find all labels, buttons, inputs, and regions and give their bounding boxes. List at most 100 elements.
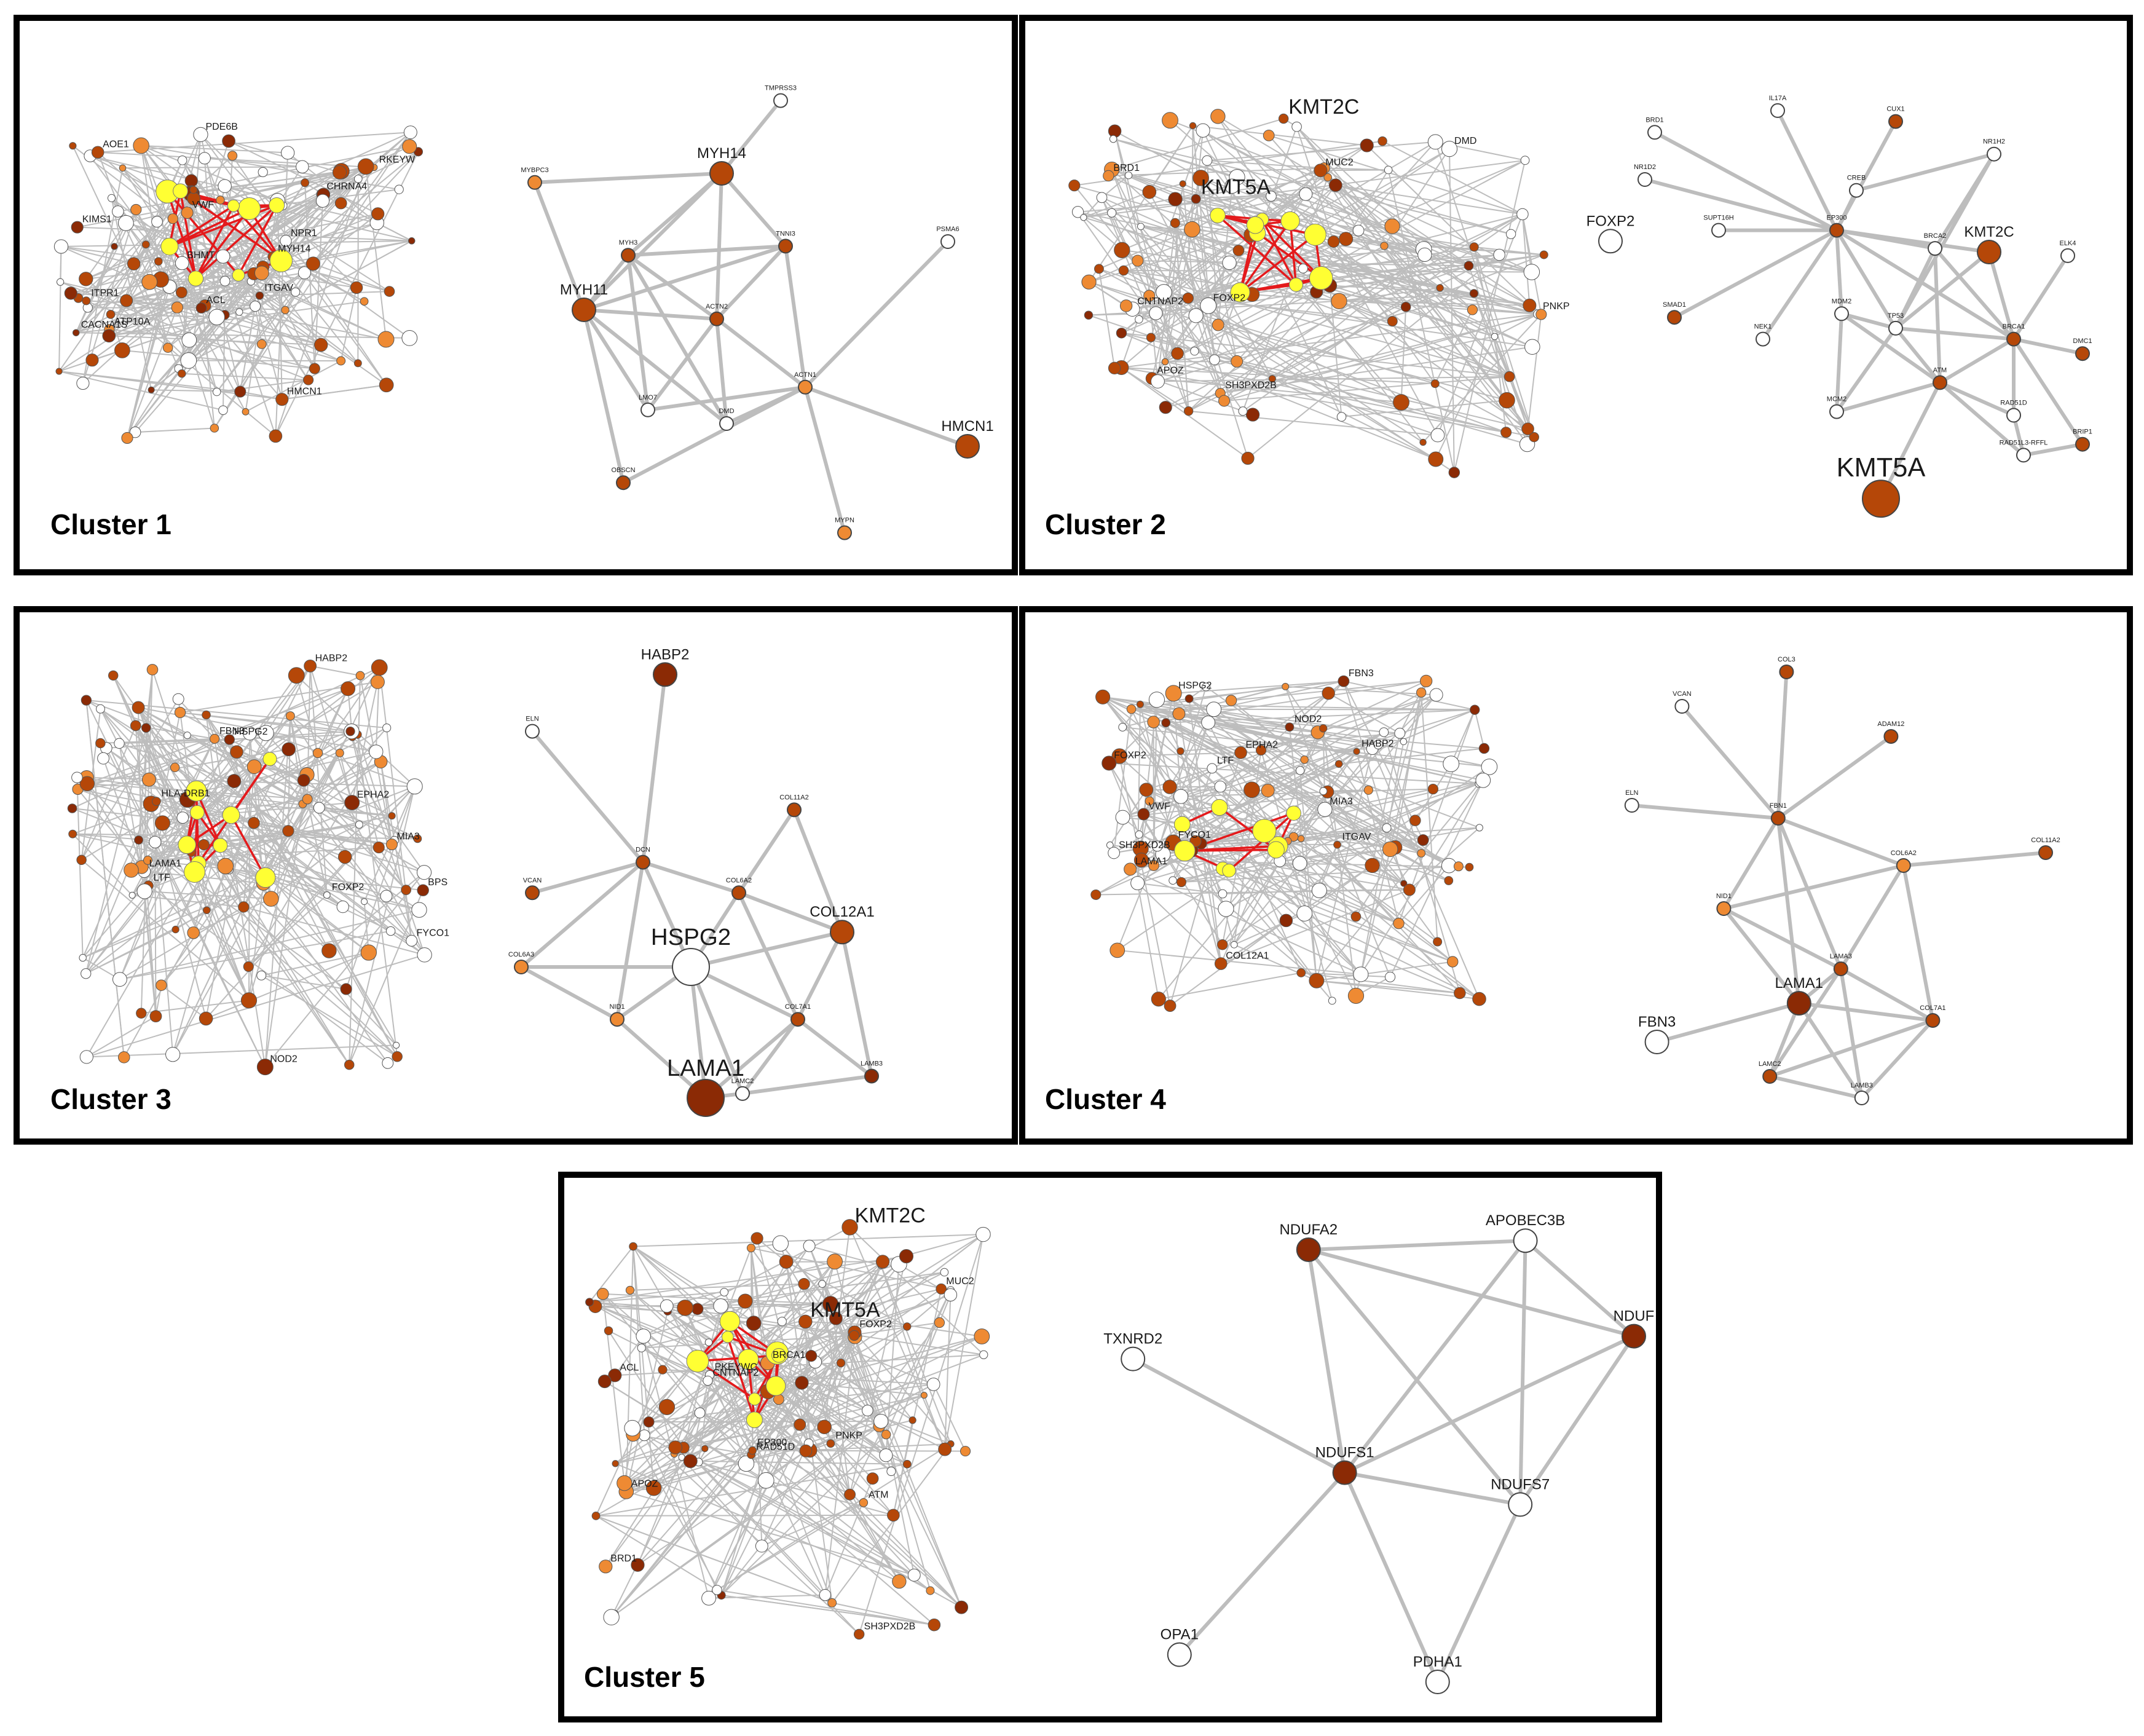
overview-node bbox=[209, 733, 220, 744]
overview-edge bbox=[249, 733, 412, 941]
overview-edge bbox=[1130, 709, 1227, 909]
overview-edge bbox=[125, 222, 390, 293]
node-label-ep300: EP300 bbox=[1826, 215, 1846, 222]
overview-edge bbox=[349, 786, 416, 1065]
overview-edge bbox=[832, 1602, 935, 1626]
overview-node bbox=[127, 257, 141, 270]
overview-edge bbox=[1195, 130, 1204, 199]
overview-node bbox=[130, 203, 142, 216]
edge-dcn-hspg2 bbox=[641, 861, 693, 968]
overview-node bbox=[887, 1509, 900, 1522]
node-label-rad51d: RAD51D bbox=[2000, 400, 2027, 407]
overview-edge bbox=[216, 379, 309, 393]
overview-edge bbox=[259, 200, 323, 296]
overview-edge bbox=[127, 307, 178, 438]
overview-edge bbox=[885, 1290, 952, 1435]
overview-edge bbox=[1450, 709, 1476, 765]
node-kmt2c bbox=[1977, 240, 2001, 264]
node-apobec3b bbox=[1513, 1228, 1538, 1253]
overview-node bbox=[1263, 129, 1275, 141]
node-label-eln: ELN bbox=[1625, 789, 1638, 797]
overview-node bbox=[1419, 438, 1427, 446]
overview-node bbox=[1331, 293, 1347, 310]
overview-edge bbox=[270, 786, 416, 899]
overview-edge bbox=[380, 762, 393, 845]
overview-node bbox=[129, 426, 141, 438]
overview-edge bbox=[61, 240, 412, 248]
overview-label-acl: ACL bbox=[207, 295, 226, 306]
highlight-node bbox=[771, 1348, 786, 1363]
overview-node bbox=[357, 158, 374, 175]
edge-ep300-smad1 bbox=[1673, 228, 1838, 319]
overview-edge bbox=[1341, 400, 1507, 418]
node-label-actn2: ACTN2 bbox=[706, 303, 728, 310]
overview-edge bbox=[1174, 223, 1189, 411]
overview-node bbox=[76, 854, 87, 866]
overview-node bbox=[677, 1300, 693, 1316]
overview-node bbox=[1148, 692, 1165, 708]
overview-edge bbox=[82, 780, 235, 958]
overview-edge bbox=[1217, 116, 1304, 269]
overview-node bbox=[1268, 375, 1276, 383]
overview-node bbox=[1171, 347, 1184, 360]
overview-node bbox=[1169, 876, 1177, 885]
overview-node bbox=[1200, 297, 1217, 314]
highlight-node bbox=[1173, 816, 1191, 833]
overview-edge bbox=[720, 1383, 803, 1596]
overview-label-col12a1: COL12A1 bbox=[1226, 951, 1269, 961]
overview-edge bbox=[880, 1265, 952, 1445]
overview-node bbox=[417, 884, 429, 896]
overview-node bbox=[313, 802, 325, 814]
overview-edge bbox=[193, 198, 254, 274]
overview-edge bbox=[178, 240, 412, 369]
highlight-node bbox=[186, 780, 207, 802]
highlight-edge bbox=[230, 814, 267, 878]
overview-node bbox=[156, 979, 167, 991]
highlight-node bbox=[1211, 799, 1228, 816]
edge-nr1h2-tp53 bbox=[1894, 153, 1996, 329]
overview-node bbox=[258, 167, 268, 178]
cluster-1-title: Cluster 1 bbox=[50, 508, 171, 540]
overview-node bbox=[879, 1448, 893, 1462]
overview-edge bbox=[1111, 118, 1284, 170]
edge-myh11-lmo7 bbox=[582, 309, 650, 411]
overview-node bbox=[1090, 889, 1102, 901]
overview-node bbox=[183, 732, 191, 740]
overview-label-apoz: APOZ bbox=[631, 1478, 658, 1489]
overview-edge bbox=[77, 788, 387, 897]
overview-node bbox=[1176, 877, 1187, 888]
overview-node bbox=[944, 1288, 958, 1302]
overview-edge bbox=[1323, 680, 1427, 729]
cluster-5-overview-network: PKEYWCCNTNAP2APOZSH3PXD2BBRCA1RAD51DMUC2… bbox=[585, 1204, 991, 1640]
overview-node bbox=[1115, 810, 1130, 825]
overview-edge bbox=[277, 170, 342, 202]
overview-node bbox=[85, 353, 99, 367]
overview-edge bbox=[1101, 175, 1129, 199]
node-label-foxp2: FOXP2 bbox=[1586, 213, 1635, 229]
overview-node bbox=[1095, 689, 1111, 704]
overview-node bbox=[746, 1244, 756, 1253]
overview-label-cntnap2: CNTNAP2 bbox=[712, 1368, 759, 1378]
overview-node bbox=[1384, 971, 1396, 982]
overview-node bbox=[79, 1050, 93, 1064]
highlight-node bbox=[719, 1311, 741, 1332]
node-smad1 bbox=[1667, 310, 1682, 325]
overview-label-hspg2: HSPG2 bbox=[234, 727, 267, 737]
node-lamb3 bbox=[864, 1068, 879, 1084]
node-hspg2 bbox=[672, 948, 710, 986]
highlight-edge bbox=[1239, 220, 1291, 293]
node-myh3 bbox=[621, 248, 636, 263]
overview-edge bbox=[799, 1336, 982, 1426]
edge-mybpc3-myh14 bbox=[534, 172, 722, 184]
overview-node bbox=[1207, 763, 1218, 774]
overview-node bbox=[341, 681, 356, 696]
overview-edge bbox=[643, 1226, 850, 1337]
overview-node bbox=[798, 1314, 813, 1329]
overview-node bbox=[907, 1568, 921, 1582]
overview-node bbox=[1441, 141, 1458, 157]
overview-node bbox=[638, 1429, 650, 1442]
overview-node bbox=[56, 278, 65, 286]
overview-node bbox=[1210, 109, 1226, 124]
overview-node bbox=[171, 301, 184, 314]
node-label-tnni3: TNNI3 bbox=[776, 230, 795, 237]
